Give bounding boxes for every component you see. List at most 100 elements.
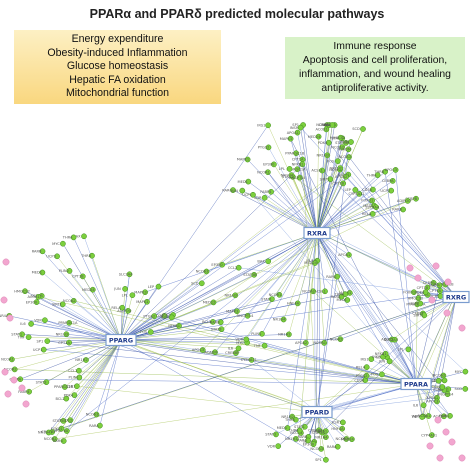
target-node [292, 416, 299, 423]
interaction-edge [120, 274, 130, 341]
node-label: SLC2A4 [384, 338, 399, 342]
target-node [203, 268, 210, 275]
interaction-edge [316, 366, 367, 413]
node-label: UCP3 [380, 189, 390, 193]
target-node [176, 322, 182, 329]
node-label: ACADM [433, 415, 446, 419]
node-label: PPARGC1B [435, 283, 455, 287]
node-label: MED24 [308, 135, 321, 139]
node-label: IL6 [413, 403, 419, 407]
node-label: MED24 [341, 437, 354, 441]
target-node [261, 342, 268, 349]
node-label: APOA2 [412, 415, 424, 419]
target-node [379, 371, 385, 378]
node-label: MED1 [337, 298, 347, 302]
target-node [287, 135, 294, 142]
interaction-edge [316, 232, 466, 372]
target-node [296, 174, 303, 181]
interaction-edge [236, 232, 318, 312]
node-label: RELA [111, 306, 121, 310]
target-node [348, 139, 354, 145]
ppar-delta-function: antiproliferative activity. [321, 83, 429, 94]
interaction-edge [20, 339, 122, 380]
interaction-edge [328, 142, 457, 298]
hub-label: PPARG [109, 336, 133, 344]
target-node [245, 178, 252, 185]
interaction-edge [316, 232, 346, 295]
target-node [58, 425, 65, 432]
node-label: APOC3 [192, 348, 204, 352]
node-label: HMGCS2 [408, 296, 424, 300]
interaction-edge [316, 180, 393, 234]
node-label: MED24 [82, 288, 95, 292]
node-label: RARA [322, 123, 332, 127]
node-label: NCOA3 [86, 413, 99, 417]
interaction-edge [264, 345, 417, 385]
node-label: LPL [398, 348, 404, 352]
target-node [318, 446, 325, 452]
node-label: SIRT1 [320, 177, 330, 181]
node-label: NR1H3 [56, 332, 68, 336]
target-node-pink [444, 278, 452, 286]
node-label: HMGCS2 [330, 136, 346, 140]
interaction-edge [120, 339, 327, 460]
interaction-edge [300, 127, 318, 234]
target-node [198, 280, 205, 287]
node-label: NCOA3 [310, 447, 323, 451]
target-node [265, 122, 271, 129]
leaf-node-layer: NCOA1NCOA2NCOA3NCOR1NCOR2MED1MED12MED24C… [0, 122, 469, 463]
target-node [337, 165, 344, 171]
interaction-edge [316, 388, 449, 413]
node-label: NCOA3 [196, 270, 209, 274]
node-label: RARB [392, 208, 402, 212]
interaction-edge [316, 361, 390, 413]
node-label: NCOA2 [302, 290, 315, 294]
target-node [323, 126, 330, 133]
interaction-edge [251, 359, 318, 413]
interaction-edge [288, 232, 318, 335]
node-label: APOA1 [338, 253, 350, 257]
target-node [462, 386, 469, 392]
hub-box [400, 377, 432, 391]
target-node [244, 312, 251, 319]
target-node [97, 422, 103, 429]
interaction-edge [238, 267, 457, 298]
node-label: NCOR2 [330, 337, 343, 341]
node-label: ANGPTL4 [289, 176, 306, 180]
target-node [294, 129, 301, 136]
interaction-edge [302, 159, 318, 413]
node-label: SP1 [292, 123, 299, 127]
node-label: NCOR1 [257, 170, 270, 174]
target-node [83, 357, 89, 363]
target-node [417, 300, 424, 307]
target-node [168, 314, 175, 321]
ppar-delta-function: Apoptosis and cell proliferation, [302, 55, 448, 66]
node-label: UCP1 [33, 348, 43, 352]
node-label: LPL [279, 167, 285, 171]
target-node [71, 392, 78, 398]
node-label: FOS [327, 159, 335, 163]
interaction-edge [252, 194, 417, 385]
node-label: MED12 [203, 301, 216, 305]
target-node [346, 252, 352, 258]
node-label: INSR [372, 355, 381, 359]
hub-box [105, 333, 137, 347]
target-node [343, 173, 349, 180]
target-node [284, 425, 291, 431]
target-node [389, 178, 396, 184]
interaction-edge [76, 385, 318, 413]
interaction-edge [214, 232, 318, 353]
node-label: PTGS2 [356, 374, 368, 378]
target-node [425, 413, 432, 419]
node-label: NCOA1 [313, 341, 326, 345]
interaction-edge [415, 383, 433, 436]
target-node [334, 158, 341, 164]
node-label: CPT1A [58, 341, 70, 345]
node-label: RARB [210, 320, 220, 324]
target-node [413, 195, 419, 202]
target-node-pink [426, 442, 434, 450]
node-label: EP300 [263, 163, 275, 167]
node-label: SCD [455, 387, 463, 391]
node-label: NR1H3 [317, 154, 329, 158]
interaction-edge [220, 232, 318, 323]
